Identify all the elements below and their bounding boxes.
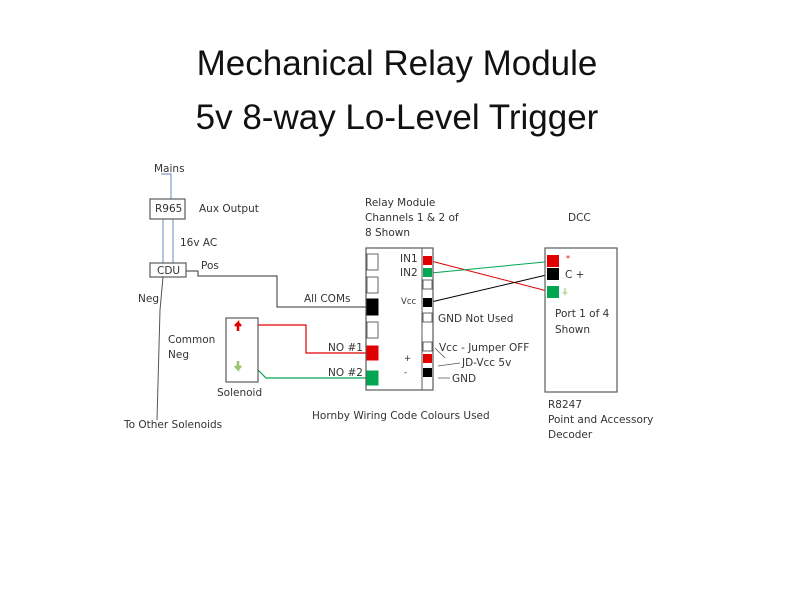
port-label-2: Shown <box>555 324 590 336</box>
common-label: Common <box>168 334 215 346</box>
plus-pin <box>423 354 432 363</box>
vcc-label: Vcc <box>401 297 416 307</box>
decoder-pins: * <box>547 254 570 298</box>
ac-wires <box>162 219 174 263</box>
relay-module-title-3: 8 Shown <box>365 227 410 239</box>
title-line-2: 5v 8-way Lo-Level Trigger <box>195 98 599 137</box>
dcc-label: DCC <box>568 212 591 224</box>
in2-label: IN2 <box>400 267 418 279</box>
red-wire-no1 <box>257 324 366 354</box>
vcc-wire <box>430 272 556 303</box>
hornby-label: Hornby Wiring Code Colours Used <box>312 410 490 422</box>
svg-text:*: * <box>566 254 570 263</box>
mains-label: Mains <box>154 163 185 175</box>
mains-wire <box>161 173 172 199</box>
gnd-label: GND <box>452 373 476 385</box>
decoder-label-3: Decoder <box>548 429 593 441</box>
com-terminal <box>366 298 379 316</box>
aux-output-label: Aux Output <box>199 203 259 215</box>
decoder-label-2: Point and Accessory <box>548 414 653 426</box>
no2-terminal <box>366 370 379 386</box>
r965-box <box>149 198 186 220</box>
minus-pin <box>423 368 432 377</box>
cdu-label: CDU <box>157 265 180 277</box>
solenoid-box <box>225 317 259 383</box>
minus-pin-label: - <box>404 368 407 378</box>
relay-module-title-2: Channels 1 & 2 of <box>365 212 459 224</box>
all-coms-label: All COMs <box>304 293 350 305</box>
gnd-not-used-label: GND Not Used <box>438 313 513 325</box>
vcc-jumper-label: Vcc - Jumper OFF <box>439 342 529 354</box>
in1-pin <box>423 256 432 265</box>
pos-label: Pos <box>201 260 219 272</box>
in2-pin <box>423 268 432 277</box>
decoder-label-1: R8247 <box>548 399 582 411</box>
in2-wire <box>430 260 556 274</box>
relay-screw-terminals <box>366 253 379 386</box>
relay-module-title-1: Relay Module <box>365 197 435 209</box>
green-wire-no2 <box>256 368 366 379</box>
neg-label: Neg <box>138 293 159 305</box>
plus-pin-label: + <box>404 354 411 364</box>
cdu-box <box>149 262 187 278</box>
jd-vcc-label: JD-Vcc 5v <box>461 357 511 369</box>
no1-label: NO #1 <box>328 342 363 354</box>
solenoid-arrows <box>234 319 242 373</box>
vcc-pin <box>423 298 432 307</box>
r965-label: R965 <box>155 203 182 215</box>
c-plus-label: C + <box>565 269 584 281</box>
port-label-1: Port 1 of 4 <box>555 308 610 320</box>
solenoid-label: Solenoid <box>217 387 262 399</box>
common-neg-label: Neg <box>168 349 189 361</box>
no2-label: NO #2 <box>328 367 363 379</box>
ac-label: 16v AC <box>180 237 217 249</box>
title-line-1: Mechanical Relay Module <box>196 44 598 83</box>
in1-label: IN1 <box>400 253 418 265</box>
to-other-solenoids-label: To Other Solenoids <box>123 419 222 431</box>
in1-wire <box>430 260 556 294</box>
label-leaders <box>434 347 461 379</box>
relay-header-pins <box>422 256 433 377</box>
pos-wire <box>186 270 366 308</box>
no1-terminal <box>366 345 379 361</box>
neg-wire <box>156 276 164 421</box>
